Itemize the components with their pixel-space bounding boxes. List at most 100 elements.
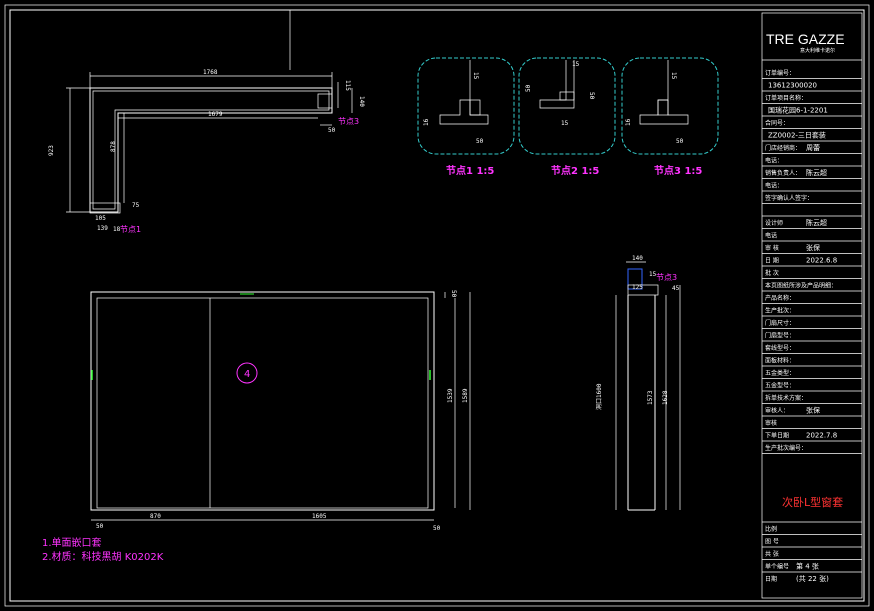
title-block-rows: 订单编号：13612300020订单项目名称：国瑞花园6-1-2201合同号：Z… — [762, 69, 862, 454]
section-head-box — [627, 268, 643, 290]
title-row-label: 日 期 — [765, 257, 779, 265]
detail-node-1: 15 50 16 节点1 1:5 — [417, 57, 515, 177]
plan-bottom-end — [89, 202, 121, 214]
title-block-bottom-rows: 比例图 号共 张单个编号第 4 张日期 (共 22 张) — [762, 521, 862, 583]
dim-h-left: 洞口1600 — [595, 383, 603, 410]
title-row-label: 合同号： — [765, 119, 789, 127]
title-row-value: 13612300020 — [768, 82, 817, 90]
dim-height-right: 1539 — [447, 388, 454, 403]
detail-frame — [621, 57, 719, 155]
detail-dim: 50 — [588, 92, 595, 100]
title-row-label: 订单编号： — [765, 69, 795, 77]
dim-right-h2: 140 — [358, 96, 365, 107]
dim-left-inner: 878 — [110, 141, 117, 152]
section-head-profile — [627, 284, 659, 296]
title-row-label: 五金类型： — [765, 369, 795, 377]
detail-frame — [417, 57, 515, 155]
title-row-label: 审核人： — [765, 407, 789, 415]
plan-view: 1768 1679 115 140 50 节点3 923 878 75 105 … — [48, 69, 365, 234]
dim-inner-width: 1679 — [208, 111, 223, 118]
dim-bottom-right: 75 — [132, 202, 140, 209]
elevation-frame-outer — [90, 291, 435, 511]
dim-right-h1: 115 — [344, 80, 351, 91]
elevation-bubble-label: 4 — [244, 369, 250, 380]
title-bottom-label: 单个编号 — [765, 563, 789, 571]
title-row-label: 订单项目名称： — [765, 94, 807, 102]
section-view: 140 125 15 节点3 45 洞口1600 1573 1628 — [595, 255, 681, 511]
title-row-label: 电话： — [765, 157, 783, 165]
dim-bottom-left: 50 — [96, 523, 104, 530]
detail-node-2: 15 50 15 50 节点2 1:5 — [518, 57, 616, 177]
plan-l-outline — [89, 87, 333, 213]
detail-dim: 16 — [423, 118, 430, 126]
dim-h-outer: 1628 — [662, 390, 669, 405]
plan-node-label-3: 节点3 — [338, 117, 359, 126]
title-row-value: 国瑞花园6-1-2201 — [768, 106, 828, 115]
detail-label-2: 节点2 1:5 — [551, 164, 599, 177]
title-row-label: 拆单技术方案： — [765, 394, 807, 402]
note-line-1: 1.单面嵌口套 — [42, 536, 102, 549]
title-row-label: 签字确认人签字： — [765, 194, 813, 202]
title-row-label: 产品名称： — [765, 294, 795, 302]
dim-right-w: 50 — [328, 127, 336, 134]
title-row-value: 陈云超 — [806, 168, 827, 177]
dim-inner-w: 125 — [632, 284, 643, 291]
detail-profile — [639, 60, 689, 125]
sheet-outer-border — [4, 4, 870, 607]
dim-bottom-w2: 139 — [97, 225, 108, 232]
title-row-label: 设计师 — [765, 219, 783, 227]
elevation-frame-inner — [96, 297, 429, 509]
title-row-label: 门扇尺寸： — [765, 319, 795, 327]
section-node-label: 节点3 — [656, 273, 677, 282]
dim-h-inner: 1573 — [647, 390, 654, 405]
title-row-label: 电话 — [765, 232, 777, 240]
title-row-label: 面板材料： — [765, 357, 795, 365]
detail-label-1: 节点1 1:5 — [446, 164, 494, 177]
detail-dim: 15 — [572, 61, 580, 68]
title-row-label: 门扇型号： — [765, 332, 795, 340]
elevation-bubble — [236, 362, 258, 384]
title-row-label: 门店经销商： — [765, 144, 801, 152]
title-row-label: 生产批次： — [765, 307, 795, 315]
title-block-frame — [761, 12, 863, 599]
title-row-value: 周蕾 — [806, 143, 820, 152]
dim-bottom-w1: 105 — [95, 215, 106, 222]
detail-profile-lip — [559, 91, 575, 101]
detail-dim: 50 — [525, 84, 532, 92]
detail-dim: 50 — [476, 138, 484, 145]
detail-profile-lip — [469, 99, 481, 116]
detail-profile — [539, 60, 575, 109]
detail-profile — [439, 60, 489, 125]
dim-bottom-w3: 18 — [113, 226, 121, 233]
title-row-label: 电话： — [765, 182, 783, 190]
title-block: TRE GAZZE 意大利维卡诺尔 订单编号： 13612300020 订单项目名称… — [761, 12, 863, 599]
title-row-label: 审核 — [765, 419, 777, 427]
title-bottom-label: 比例 — [765, 525, 777, 533]
title-bottom-value: (共 22 张) — [796, 574, 829, 583]
title-row-value: 2022.7.8 — [806, 432, 837, 440]
dim-top-h: 50 — [450, 290, 457, 298]
title-row-label: 审 核 — [765, 244, 779, 252]
brand-logo: TRE GAZZE — [766, 31, 845, 47]
title-row-value: 2022.6.8 — [806, 257, 837, 265]
dim-w-top: 140 — [632, 255, 643, 262]
brand-logo-sub: 意大利维卡诺尔 — [800, 47, 835, 54]
title-row-label: 生产批次编号： — [765, 444, 807, 452]
title-bottom-label: 共 张 — [765, 550, 779, 558]
detail-dim: 15 — [561, 120, 569, 127]
title-bottom-label: 图 号 — [765, 539, 779, 546]
title-row-label: 五金型号： — [765, 382, 795, 390]
title-bottom-label: 日期 — [765, 575, 777, 583]
dim-left-height: 923 — [48, 145, 55, 156]
dim-h-small: 15 — [649, 271, 657, 278]
sheet-inner-border — [9, 9, 865, 602]
title-bottom-value: 第 4 张 — [796, 562, 819, 571]
dim-bottom-mid: 870 — [150, 513, 161, 520]
title-row-label: 套线型号： — [765, 344, 795, 352]
title-row-value: 张保 — [806, 243, 820, 252]
dim-bottom-main: 1605 — [312, 513, 327, 520]
detail-dim: 15 — [472, 72, 479, 80]
detail-node-3: 15 50 16 节点3 1:5 — [621, 57, 719, 177]
dim-height-outer: 1589 — [462, 388, 469, 403]
